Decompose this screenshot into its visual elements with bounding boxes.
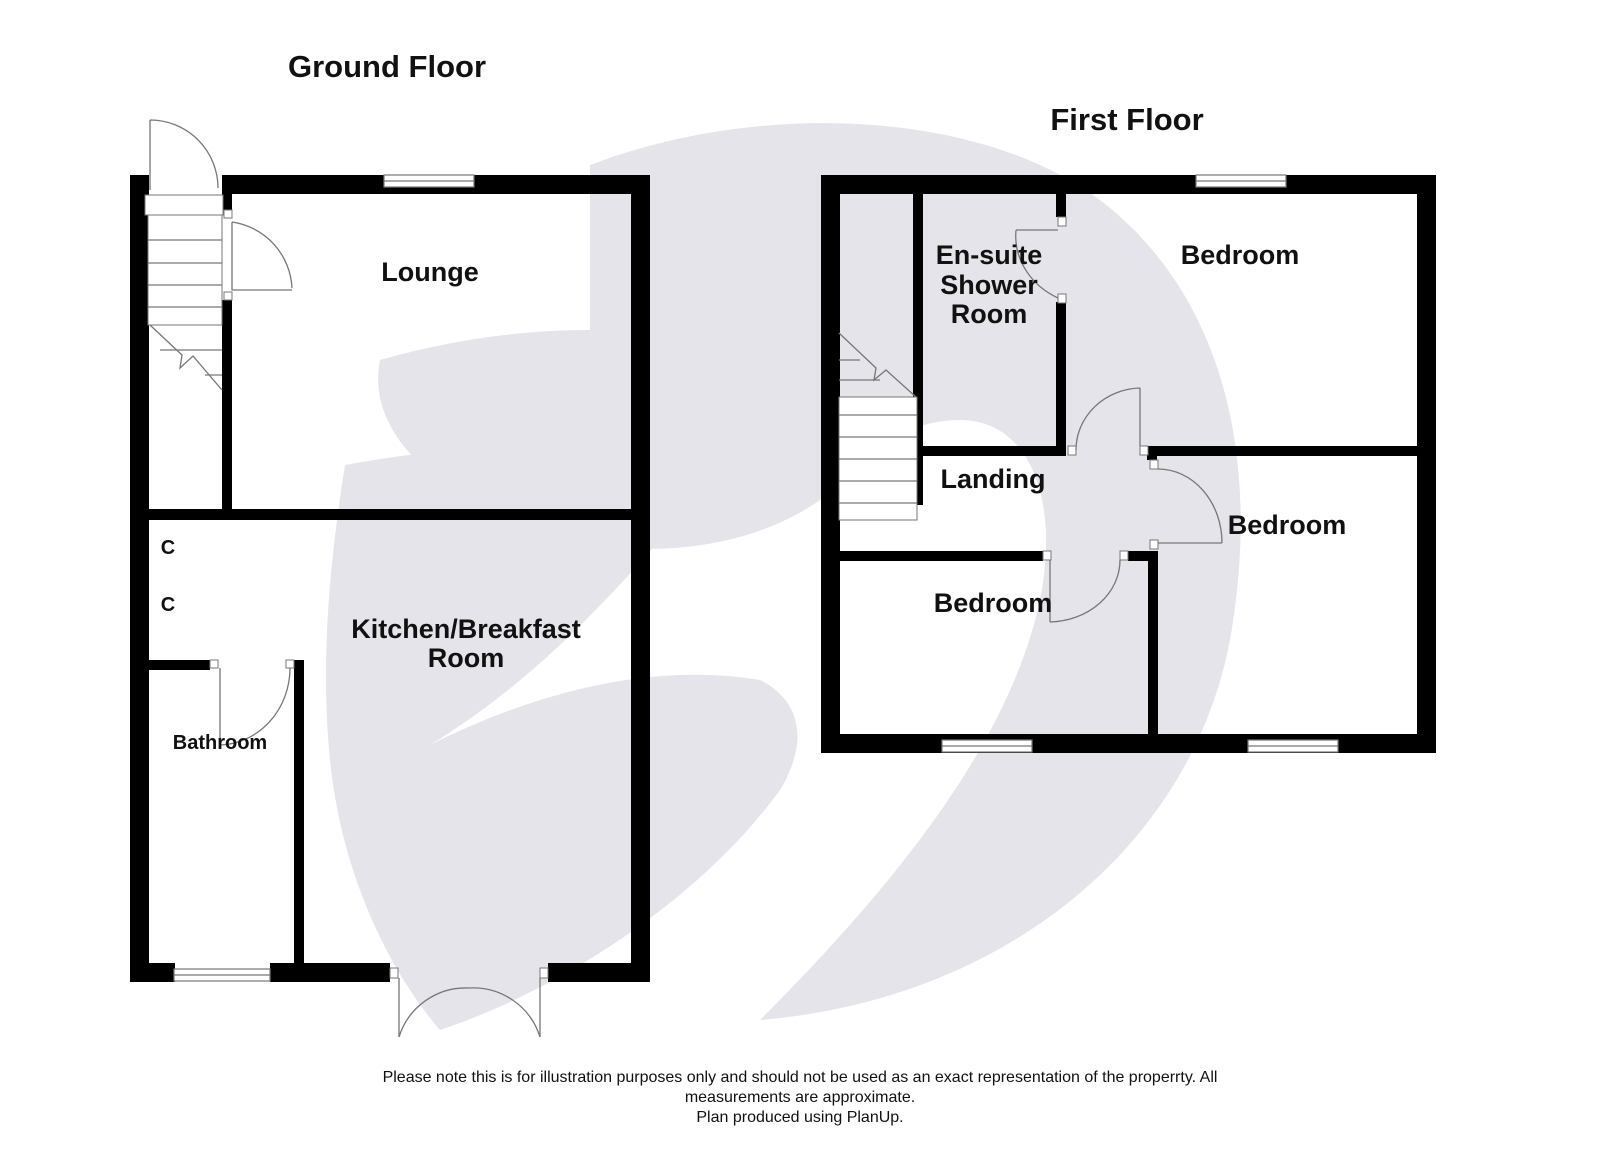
first-floor-title: First Floor: [1050, 102, 1203, 137]
room-label-bedroom-top-right: Bedroom: [1181, 240, 1300, 270]
ground-floor-title: Ground Floor: [288, 49, 486, 84]
lounge-door[interactable]: [223, 209, 293, 301]
disclaimer-line-3: Plan produced using PlanUp.: [696, 1109, 904, 1126]
disclaimer: Please note this is for illustration pur…: [300, 1068, 1300, 1128]
bedroom-top-right-door[interactable]: [1067, 387, 1149, 456]
cupboard-label-1: C: [161, 537, 175, 559]
front-door[interactable]: [144, 119, 224, 216]
disclaimer-line-2: measurements are approximate.: [684, 1089, 916, 1106]
room-label-kitchen-line1: Kitchen/Breakfast: [351, 614, 581, 644]
disclaimer-line-1: Please note this is for illustration pur…: [382, 1069, 1218, 1086]
room-label-bedroom-bottom-left: Bedroom: [934, 588, 1053, 618]
ensuite-door[interactable]: [1015, 216, 1067, 304]
watermark-logo: [325, 123, 1241, 1030]
cupboard-label-2: C: [161, 594, 175, 616]
bathroom-door[interactable]: [209, 659, 295, 746]
bedroom-middle-right-door[interactable]: [1149, 459, 1223, 550]
room-label-bedroom-middle-right: Bedroom: [1228, 510, 1347, 540]
ground-floor-staircase[interactable]: [147, 214, 223, 391]
room-label-landing: Landing: [941, 464, 1046, 494]
bedroom-bottom-left-door[interactable]: [1042, 550, 1129, 623]
room-label-lounge: Lounge: [381, 257, 478, 287]
french-doors[interactable]: [389, 967, 549, 1038]
room-label-ensuite-line3: Room: [951, 299, 1028, 329]
room-label-kitchen-line2: Room: [428, 643, 505, 673]
first-floor-staircase[interactable]: [838, 332, 918, 521]
room-label-ensuite-line2: Shower: [940, 270, 1038, 300]
room-label-bathroom: Bathroom: [173, 732, 267, 754]
ground-floor-walls: [130, 175, 650, 982]
room-label-ensuite-line1: En-suite: [936, 240, 1043, 270]
